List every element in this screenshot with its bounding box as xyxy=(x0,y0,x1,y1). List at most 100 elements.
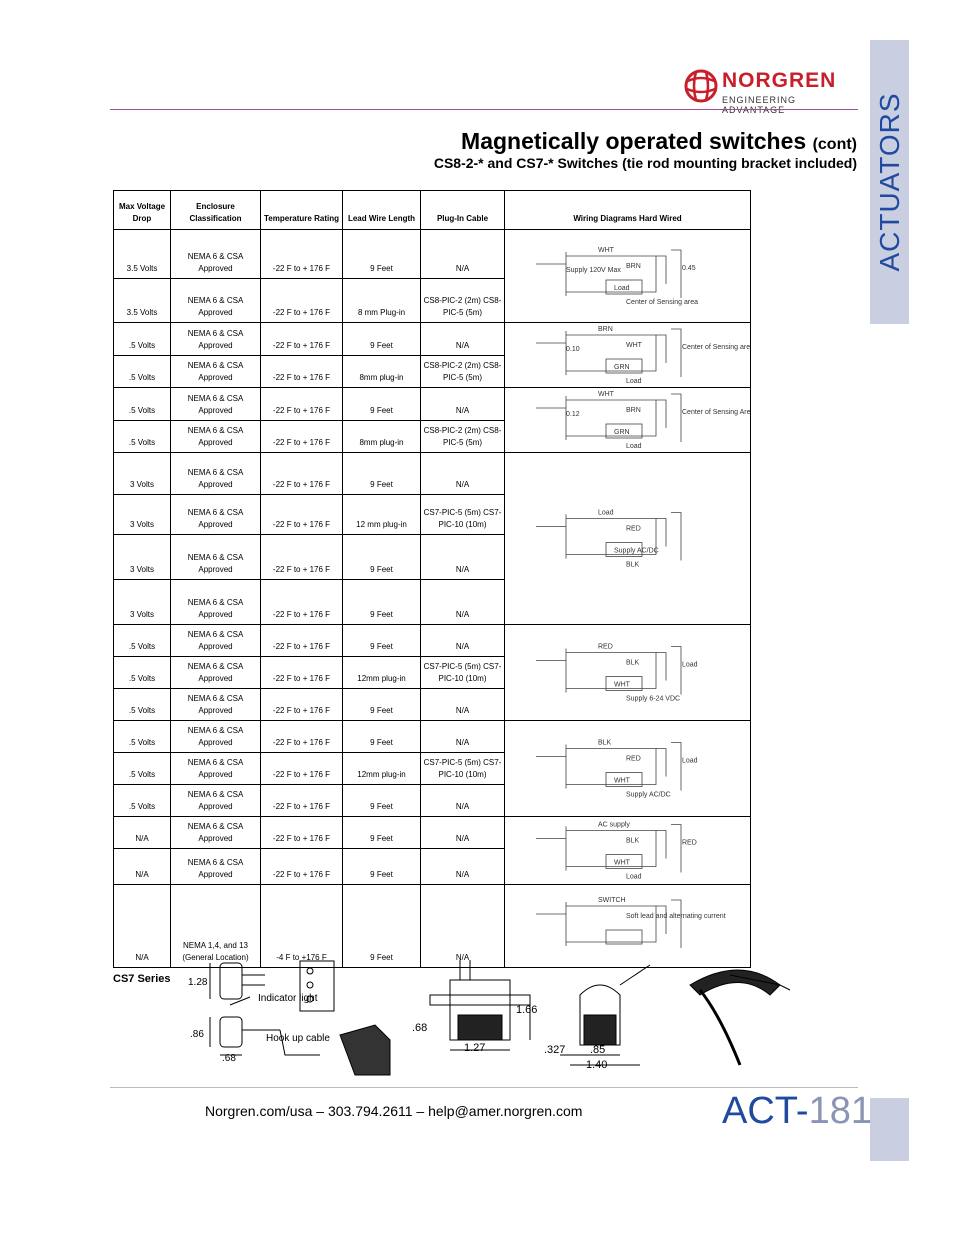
switch-side-view xyxy=(299,960,335,1012)
table-cell: .5 Volts xyxy=(113,387,171,421)
dim-label: .85 xyxy=(590,1044,605,1056)
table-cell: 9 Feet xyxy=(342,815,421,850)
table-cell: NEMA 6 & CSA Approved xyxy=(170,354,261,388)
diagram-label: Supply 120V Max xyxy=(566,267,621,274)
table-cell: NEMA 6 & CSA Approved xyxy=(170,815,261,850)
diagram-label: Load xyxy=(682,662,698,669)
connector-plug xyxy=(339,1024,391,1076)
table-cell: 9 Feet xyxy=(342,884,421,968)
table-cell: NEMA 6 & CSA Approved xyxy=(170,534,261,581)
diagram-label: Center of Sensing area xyxy=(626,299,698,306)
table-cell: -22 F to + 176 F xyxy=(260,688,343,721)
table-cell: -22 F to + 176 F xyxy=(260,534,343,581)
dim-label: .327 xyxy=(544,1044,565,1056)
table-cell: NEMA 6 & CSA Approved xyxy=(170,720,261,753)
dim-label: .68 xyxy=(222,1053,236,1064)
table-cell: .5 Volts xyxy=(113,624,171,657)
diagram-label: RED xyxy=(626,526,641,533)
page-number: ACT-181 xyxy=(722,1090,872,1132)
table-cell: NEMA 6 & CSA Approved xyxy=(170,387,261,421)
table-cell: NEMA 6 & CSA Approved xyxy=(170,452,261,495)
diagram-label: WHT xyxy=(614,682,631,689)
table-cell: 3.5 Volts xyxy=(113,229,171,279)
table-cell: -22 F to + 176 F xyxy=(260,720,343,753)
diagram-label: Load xyxy=(626,443,642,448)
table-cell: -22 F to + 176 F xyxy=(260,277,343,324)
table-cell: .5 Volts xyxy=(113,688,171,721)
table-cell: 3 Volts xyxy=(113,452,171,495)
table-cell: 8mm plug-in xyxy=(342,354,421,388)
table-cell: -22 F to + 176 F xyxy=(260,752,343,785)
table-cell: -22 F to + 176 F xyxy=(260,815,343,850)
indicator-leader xyxy=(229,996,251,1006)
table-cell: -22 F to + 176 F xyxy=(260,493,343,536)
table-cell: NEMA 6 & CSA Approved xyxy=(170,322,261,356)
diagram-label: BRN xyxy=(626,263,641,270)
diagram-label: 0.10 xyxy=(566,346,580,353)
table-cell: 12mm plug-in xyxy=(342,752,421,785)
diagram-label: WHT xyxy=(598,247,615,254)
table-cell: 9 Feet xyxy=(342,534,421,581)
diagram-label: Supply AC/DC xyxy=(626,792,671,799)
table-cell: .5 Volts xyxy=(113,752,171,785)
table-cell: NEMA 6 & CSA Approved xyxy=(170,579,261,625)
norgren-logo: NORGREN ENGINEERING ADVANTAGE xyxy=(684,67,859,115)
col-header: Wiring Diagrams Hard Wired xyxy=(504,190,751,230)
table-cell: CS8-PIC-2 (2m) CS8-PIC-5 (5m) xyxy=(420,419,505,453)
table-cell: .5 Volts xyxy=(113,419,171,453)
table-cell: 8 mm Plug-in xyxy=(342,277,421,324)
dim-label: 1.28 xyxy=(188,977,208,988)
col-header: Plug-In Cable xyxy=(420,190,505,230)
hookup-cable xyxy=(242,1029,320,1056)
table-cell: 12 mm plug-in xyxy=(342,493,421,536)
col-header: Temperature Rating xyxy=(260,190,343,230)
dim-lines xyxy=(209,963,242,1056)
table-cell: 9 Feet xyxy=(342,387,421,421)
table-cell: 9 Feet xyxy=(342,784,421,817)
diagram-label: Load xyxy=(598,510,614,517)
table-cell: N/A xyxy=(420,884,505,968)
table-cell: N/A xyxy=(113,884,171,968)
table-cell: -22 F to + 176 F xyxy=(260,229,343,279)
table-cell: NEMA 6 & CSA Approved xyxy=(170,688,261,721)
diagram-label: Load xyxy=(614,285,630,292)
diagram-label: WHT xyxy=(614,860,631,867)
diagram-label: BRN xyxy=(626,407,641,414)
table-cell: NEMA 6 & CSA Approved xyxy=(170,419,261,453)
side-tab-label: ACTUATORS xyxy=(873,92,905,272)
switch-lead xyxy=(242,974,265,986)
table-cell: 9 Feet xyxy=(342,848,421,885)
table-cell: CS8-PIC-2 (2m) CS8-PIC-5 (5m) xyxy=(420,354,505,388)
dim-label: .68 xyxy=(412,1022,427,1034)
table-cell: NEMA 6 & CSA Approved xyxy=(170,493,261,536)
table-cell: N/A xyxy=(420,322,505,356)
table-cell: 9 Feet xyxy=(342,688,421,721)
diagram-label: GRN xyxy=(614,364,630,371)
diagram-label: Load xyxy=(682,758,698,765)
table-cell: NEMA 6 & CSA Approved xyxy=(170,229,261,279)
diagram-label: Load xyxy=(626,378,642,383)
table-cell: N/A xyxy=(420,579,505,625)
dim-label: Hook up cable xyxy=(266,1033,330,1044)
table-cell: 9 Feet xyxy=(342,452,421,495)
brand-name: NORGREN xyxy=(722,69,837,92)
header-rule xyxy=(110,109,858,110)
table-cell: .5 Volts xyxy=(113,784,171,817)
table-cell: NEMA 6 & CSA Approved xyxy=(170,277,261,324)
norgren-globe-icon xyxy=(684,69,718,103)
diagram-label: BRN xyxy=(598,326,613,333)
